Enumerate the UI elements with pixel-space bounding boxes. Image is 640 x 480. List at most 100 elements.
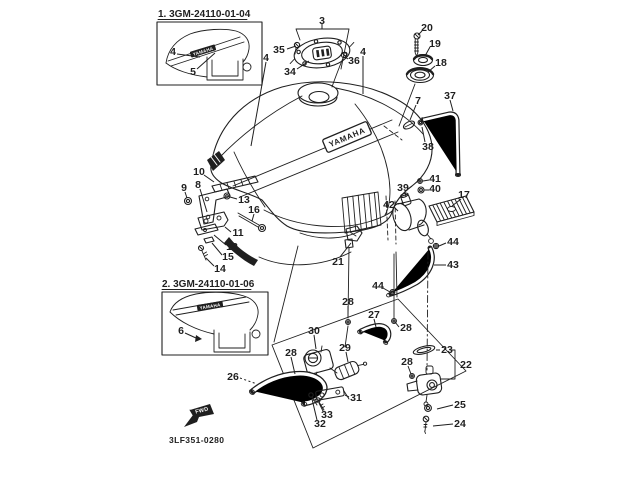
leader-line-27 (373, 318, 377, 328)
leader-line-34 (296, 60, 310, 70)
part-26-u-hose (248, 370, 328, 407)
detail-frame (271, 245, 467, 449)
fwd-arrow: FWD (184, 404, 214, 427)
part-29-fuel-filter (334, 360, 368, 381)
leader-line-21 (339, 242, 352, 258)
part-number-label-24: 24 (454, 418, 466, 430)
leader-line-18 (427, 65, 436, 73)
part-9-nut (183, 196, 193, 206)
part-21-grommet (345, 225, 363, 242)
inset-1-tank-cover-drawing: YAMAHA (165, 28, 252, 81)
part-number-label-8: 8 (195, 179, 201, 191)
leader-line-26 (239, 377, 258, 385)
leader-line-12 (213, 234, 227, 246)
leader-line-5 (196, 52, 216, 70)
inset-1-frame (156, 21, 263, 86)
part-number-label-10: 10 (193, 166, 205, 178)
bracket-22-lines (440, 349, 456, 380)
part-number-label-27: 27 (368, 309, 380, 321)
part-number-label-21: 21 (332, 256, 344, 268)
part-number-label-16: 16 (248, 204, 260, 216)
inset-1-brand-text: YAMAHA (192, 46, 214, 57)
part-number-label-28: 28 (342, 296, 354, 308)
part-number-label-14: 14 (214, 263, 226, 275)
part-33-screw (315, 397, 325, 411)
part-30-fuel-cock (303, 345, 338, 386)
leader-line-28 (290, 356, 296, 375)
part-number-label-28: 28 (285, 347, 297, 359)
part-13-washer (223, 192, 231, 200)
part-38-pipe-clamp (417, 119, 424, 126)
leader-line-28 (394, 321, 400, 328)
leader-line-42 (393, 206, 399, 212)
part-16-bolt (237, 212, 267, 233)
tank-pump-recess (341, 191, 397, 245)
leader-line-24 (432, 423, 454, 427)
part-number-label-4: 4 (263, 52, 269, 64)
part-24-bolt (422, 415, 430, 434)
part-10-damper-strip (211, 175, 259, 193)
part-number-label-12: 12 (226, 241, 238, 253)
leader-line-11 (224, 226, 232, 233)
part-20-bolt (413, 32, 421, 57)
inset-2-tank-cover-drawing: YAMAHA (169, 291, 261, 353)
leader-line-25 (436, 404, 454, 410)
part-35-cap-screw (293, 41, 301, 55)
part-number-label-33: 33 (321, 409, 333, 421)
part-number-label-4: 4 (360, 46, 366, 58)
part-23-seal (412, 345, 436, 355)
part-fuel-tank: YAMAHA (207, 81, 433, 266)
part-number-label-43: 43 (447, 259, 459, 271)
leader-line-7 (409, 104, 417, 121)
leader-line-20 (417, 30, 423, 36)
part-28-clamp-d (409, 373, 415, 379)
part-number-label-25: 25 (454, 399, 466, 411)
leader-line-19 (424, 46, 431, 57)
inset-2-brand-text: YAMAHA (199, 302, 221, 310)
leader-line-38 (421, 126, 426, 143)
part-44-clamp-lower (389, 289, 396, 295)
leader-line-4 (176, 53, 201, 58)
leader-line-44 (438, 242, 447, 247)
part-number-label-42: 42 (383, 199, 395, 211)
tank-outlet-nipple (344, 238, 354, 249)
part-7-damper-plate (402, 120, 416, 130)
part-number-label-22: 22 (460, 359, 472, 371)
centerline (426, 251, 429, 371)
tank-brand-badge: YAMAHA (322, 121, 372, 153)
leader-line-28 (407, 365, 412, 375)
leader-line-41 (422, 179, 430, 182)
part-34-filler-cap (289, 28, 355, 70)
part-number-label-3: 3 (319, 15, 325, 27)
part-43-fuel-hose (386, 245, 435, 298)
drawing-code: 3LF351-0280 (169, 435, 224, 445)
leader-line-14 (205, 257, 215, 267)
part-number-label-39: 39 (397, 182, 409, 194)
part-number-label-38: 38 (422, 141, 434, 153)
filler-opening (297, 82, 339, 107)
part-28-clamp-a (345, 319, 351, 325)
part-number-label-28: 28 (401, 356, 413, 368)
leader-line-6 (184, 332, 197, 339)
leader-line-4 (250, 61, 267, 147)
part-number-label-23: 23 (441, 344, 453, 356)
part-number-label-7: 7 (415, 95, 421, 107)
part-number-label-30: 30 (308, 325, 320, 337)
part-number-label-4: 4 (170, 46, 176, 58)
leader-line-10 (203, 174, 215, 183)
part-31-bracket (315, 386, 350, 401)
part-number-label-35: 35 (273, 44, 285, 56)
leader-line-30 (313, 334, 317, 350)
leader-line-44 (382, 287, 391, 293)
leader-line-39 (404, 191, 407, 198)
part-number-label-17: 17 (458, 189, 470, 201)
leader-line-29 (345, 351, 349, 363)
leader-line-35 (286, 45, 297, 50)
part-number-label-5: 5 (190, 66, 196, 78)
part-11-bracket-plate (197, 211, 229, 231)
leader-line-36 (344, 56, 349, 60)
tank-front-flange (224, 237, 258, 266)
part-number-label-28: 28 (400, 322, 412, 334)
